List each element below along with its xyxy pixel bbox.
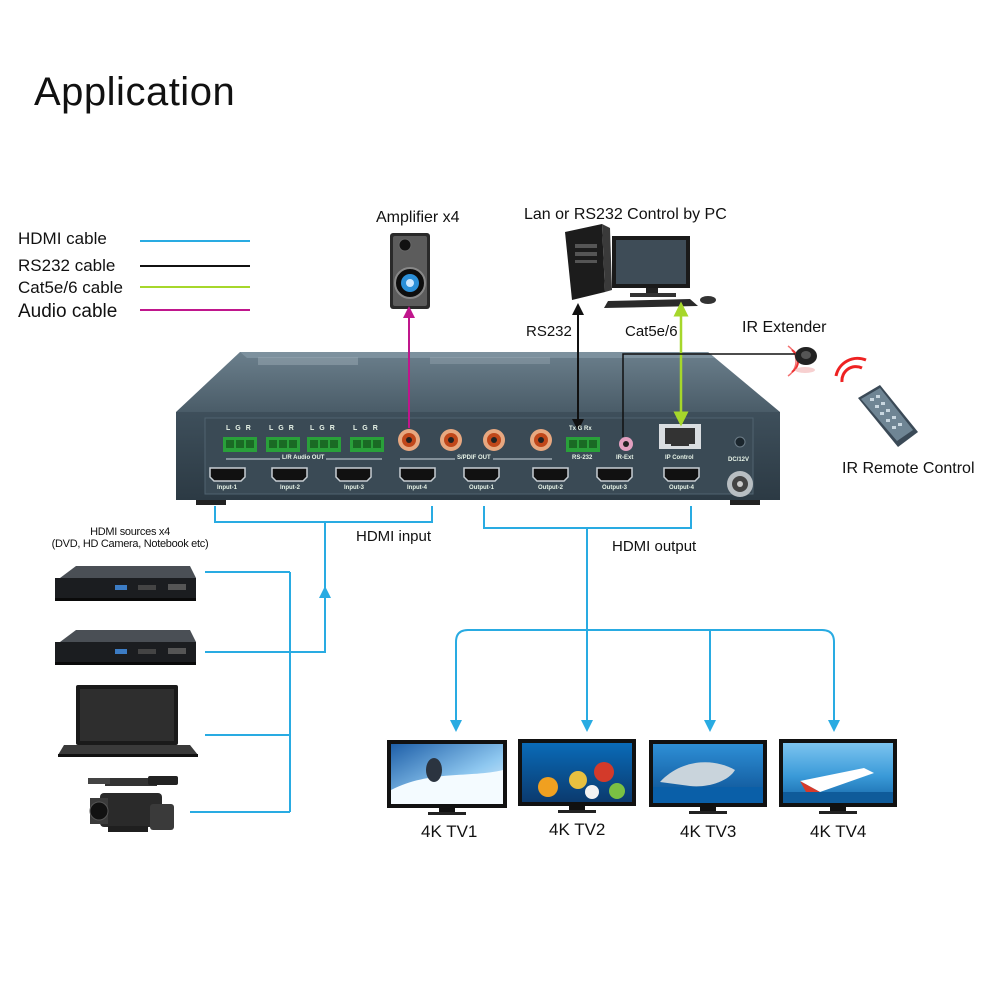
audio-terminal-4 <box>350 437 384 452</box>
tv-2-label: 4K TV2 <box>549 820 606 839</box>
audio-lgr-3: LGR <box>310 425 340 432</box>
hdmi-output-bracket <box>483 506 692 529</box>
port-label-input-3: Input-3 <box>344 485 364 491</box>
audio-terminal-1 <box>223 437 257 452</box>
audio-lgr-4: LGR <box>353 425 383 432</box>
tv-3-label: 4K TV3 <box>680 822 737 841</box>
spdif-label: S/PDIF OUT <box>455 455 493 461</box>
rs232-label: RS232 <box>526 323 572 340</box>
pc-icon <box>565 224 716 308</box>
tv-3-icon <box>649 740 767 814</box>
page-title: Application <box>34 70 236 114</box>
hdmi-output-label: HDMI output <box>612 538 697 555</box>
legend-hdmi-label: HDMI cable <box>18 229 107 248</box>
audio-lgr-1: LGR <box>226 425 256 432</box>
spdif-jack-4 <box>530 429 552 451</box>
spdif-jack-3 <box>483 429 505 451</box>
port-label-output-1: Output-1 <box>469 485 494 491</box>
hd-camera-icon <box>88 776 178 832</box>
amplifier-speaker-icon <box>390 233 430 309</box>
spdif-jack-1 <box>398 429 420 451</box>
ir-ext-jack <box>619 437 633 451</box>
audio-terminal-2 <box>266 437 300 452</box>
port-label-input-2: Input-2 <box>280 485 300 491</box>
pc-control-label: Lan or RS232 Control by PC <box>524 206 727 223</box>
ir-ext-port-label: IR-Ext <box>616 455 634 461</box>
ir-remote-label: IR Remote Control <box>842 460 975 477</box>
sources-label-line2: (DVD, HD Camera, Notebook etc) <box>51 538 209 550</box>
dvd-player-1-icon <box>55 566 196 601</box>
hdmi-matrix-device <box>176 352 780 505</box>
hdmi-input-bracket <box>214 506 433 523</box>
sources-label: HDMI sources x4 (DVD, HD Camera, Noteboo… <box>40 526 220 550</box>
dvd-player-2-icon <box>55 630 196 665</box>
dc-power-jack <box>727 471 753 497</box>
ip-control-label: IP Control <box>665 455 694 461</box>
ir-remote-icon <box>834 356 918 447</box>
ir-extender-cable-line <box>622 353 795 437</box>
rj45-port <box>659 424 701 449</box>
port-label-input-4: Input-4 <box>407 485 427 491</box>
amplifier-label: Amplifier x4 <box>376 209 460 226</box>
cat5-label: Cat5e/6 <box>625 323 678 340</box>
rs232-terminal <box>566 437 600 452</box>
tv-2-icon <box>518 739 636 813</box>
audio-lgr-2: LGR <box>269 425 299 432</box>
rs232-port-label: RS-232 <box>572 455 593 461</box>
legend-rs232-label: RS232 cable <box>18 256 116 275</box>
legend-cat5-label: Cat5e/6 cable <box>18 278 123 297</box>
sources-label-line1: HDMI sources x4 <box>90 526 170 538</box>
port-label-output-2: Output-2 <box>538 485 563 491</box>
port-label-input-1: Input-1 <box>217 485 237 491</box>
ir-extender-label: IR Extender <box>742 319 827 336</box>
notebook-icon <box>58 685 198 757</box>
hdmi-output-bus <box>455 629 835 726</box>
port-label-output-3: Output-3 <box>602 485 627 491</box>
dc-label: DC/12V <box>728 457 750 463</box>
hdmi-input-label: HDMI input <box>356 528 432 545</box>
rs232-pins-label: Tx G Rx <box>569 426 592 432</box>
ir-extender-icon <box>787 345 817 377</box>
tv-4-label: 4K TV4 <box>810 822 867 841</box>
audio-out-label: L/R Audio OUT <box>280 455 327 461</box>
port-label-output-4: Output-4 <box>669 485 694 491</box>
spdif-jack-2 <box>440 429 462 451</box>
tv-1-label: 4K TV1 <box>421 822 478 841</box>
tv-1-icon <box>387 740 507 815</box>
hdmi-input-trunk <box>290 522 326 653</box>
legend-audio-label: Audio cable <box>18 301 118 322</box>
audio-terminal-3 <box>307 437 341 452</box>
tv-4-icon <box>779 739 897 814</box>
